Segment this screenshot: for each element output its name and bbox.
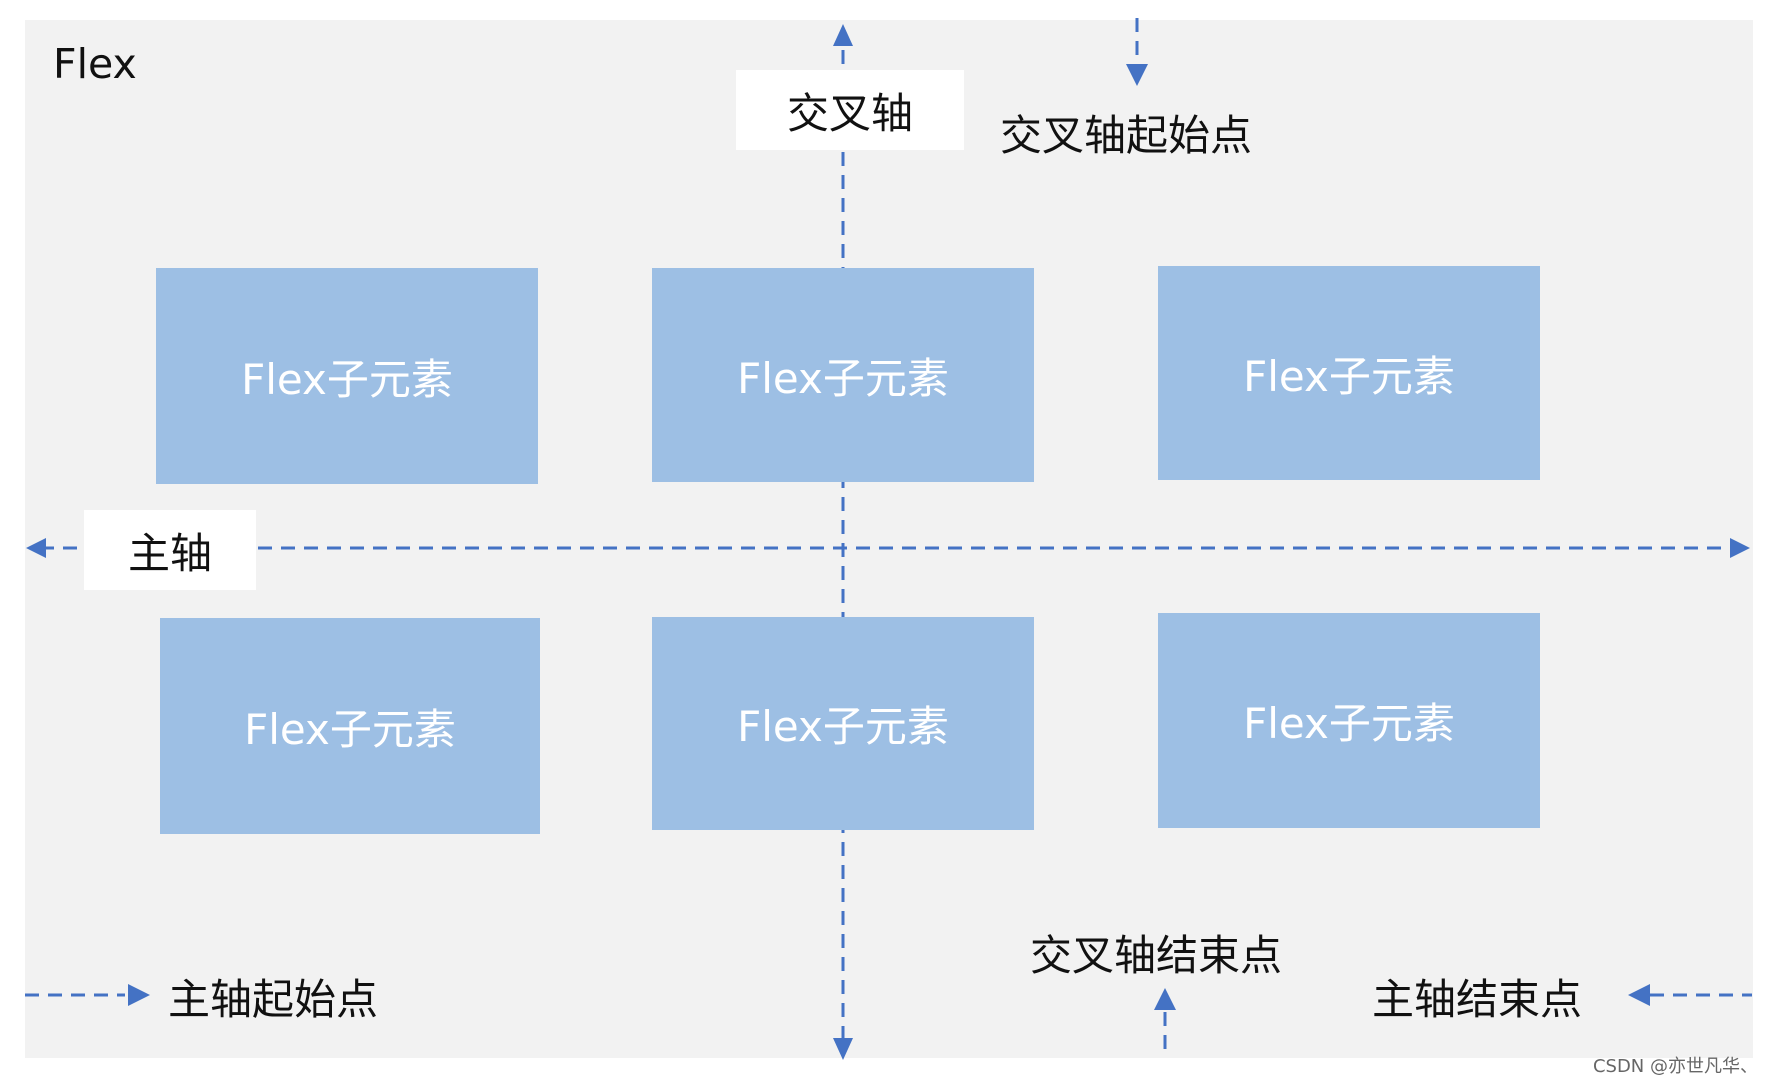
cross-end-label: 交叉轴结束点 <box>1030 931 1283 980</box>
flex-container <box>25 20 1753 1058</box>
flex-item: Flex子元素 <box>160 618 540 834</box>
main-end-label: 主轴结束点 <box>1372 975 1583 1024</box>
flex-item: Flex子元素 <box>652 268 1034 482</box>
flex-item: Flex子元素 <box>156 268 538 484</box>
cross-axis-up-arrowhead <box>833 24 853 46</box>
main-start-label: 主轴起始点 <box>168 975 379 1024</box>
flex-item: Flex子元素 <box>1158 266 1540 480</box>
cross-start-label: 交叉轴起始点 <box>1000 111 1253 160</box>
main-start-arrowhead <box>128 984 150 1006</box>
main-axis-right-arrowhead <box>1730 538 1750 558</box>
cross-axis-label: 交叉轴 <box>736 70 964 150</box>
cross-axis-down-arrowhead <box>833 1038 853 1060</box>
main-axis-left-arrowhead <box>26 538 46 558</box>
watermark: CSDN @亦世凡华、 <box>1592 1056 1758 1077</box>
cross-end-arrowhead <box>1154 988 1176 1010</box>
flex-item: Flex子元素 <box>652 617 1034 830</box>
main-axis-label: 主轴 <box>84 510 256 590</box>
cross-start-arrowhead <box>1126 64 1148 86</box>
flex-item: Flex子元素 <box>1158 613 1540 828</box>
main-end-arrowhead <box>1628 984 1650 1006</box>
container-title: Flex <box>53 40 137 88</box>
